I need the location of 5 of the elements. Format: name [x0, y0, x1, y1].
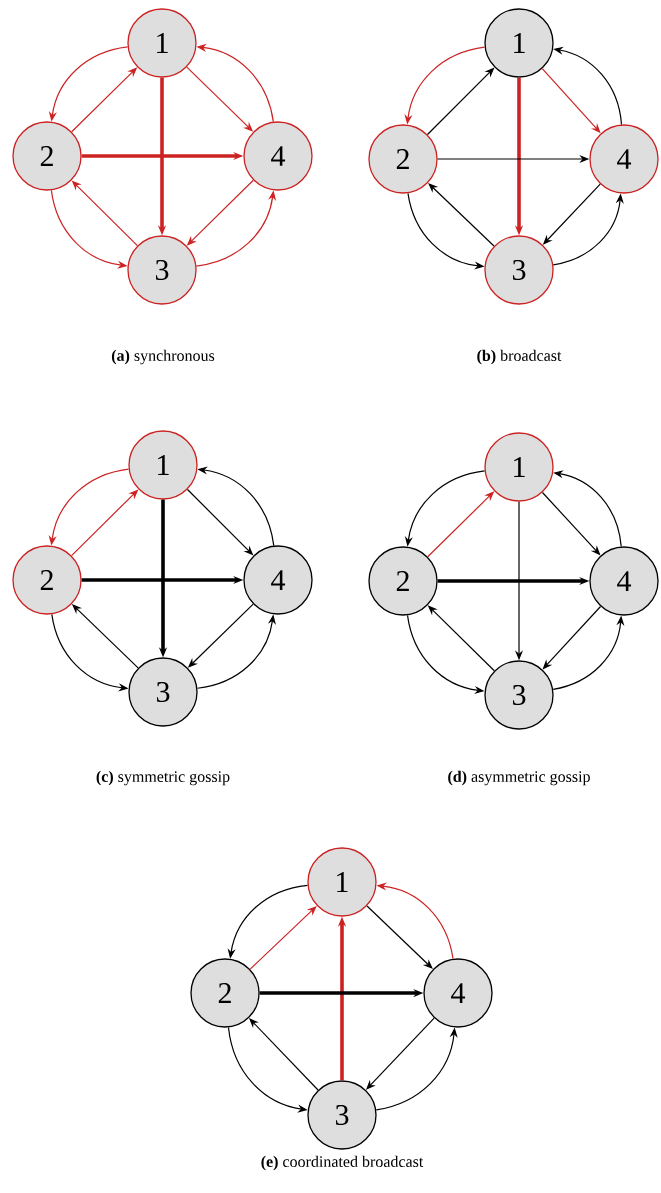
caption: (c) symmetric gossip	[96, 770, 230, 786]
caption: (a) synchronous	[111, 349, 215, 365]
caption: (d) asymmetric gossip	[448, 770, 590, 786]
arrow	[249, 1018, 319, 1091]
caption: (b) broadcast	[477, 349, 562, 365]
